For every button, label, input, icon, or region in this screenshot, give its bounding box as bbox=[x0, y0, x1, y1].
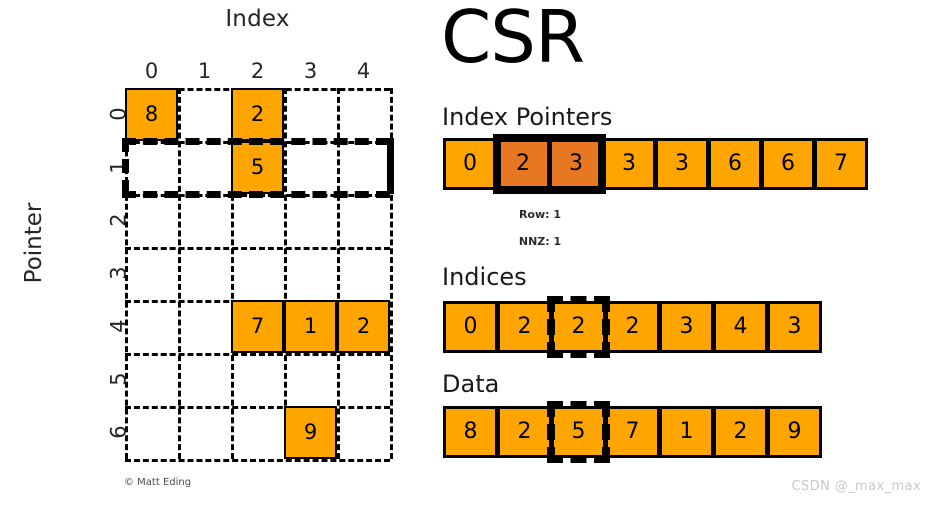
author-credit: © Matt Eding bbox=[124, 477, 192, 488]
data-highlight-box bbox=[547, 401, 610, 463]
grid-vline-1 bbox=[178, 88, 181, 459]
index-pointer-cell-0[interactable]: 0 bbox=[443, 138, 497, 190]
row-highlight-left bbox=[122, 138, 129, 194]
indices-label: Indices bbox=[442, 263, 527, 291]
indices-cell-1[interactable]: 2 bbox=[497, 301, 552, 353]
matrix-cell-r6c3: 9 bbox=[284, 406, 337, 459]
index-pointer-cell-5[interactable]: 6 bbox=[708, 138, 762, 190]
indices-cell-0[interactable]: 0 bbox=[443, 301, 498, 353]
indices-cell-4[interactable]: 3 bbox=[659, 301, 714, 353]
matrix-col-header-3: 3 bbox=[303, 59, 318, 83]
matrix-col-header-1: 1 bbox=[197, 59, 212, 83]
indices-cell-5[interactable]: 4 bbox=[713, 301, 768, 353]
matrix-cell-r0c2: 2 bbox=[231, 88, 284, 141]
csr-title: CSR bbox=[441, 0, 585, 79]
grid-hline-6 bbox=[125, 406, 390, 409]
matrix-cell-r0c0: 8 bbox=[125, 88, 178, 141]
data-cell-5[interactable]: 2 bbox=[713, 406, 768, 458]
matrix-cell-r4c3: 1 bbox=[284, 300, 337, 353]
row-highlight-right bbox=[387, 138, 394, 194]
grid-vline-5 bbox=[390, 88, 393, 459]
focus-nnz-label: NNZ: 1 bbox=[518, 235, 562, 248]
row-highlight-top bbox=[122, 138, 390, 145]
csr-panel: CSR Index Pointers 0 2 3 3 3 6 6 7 Row: … bbox=[430, 0, 933, 505]
grid-vline-4 bbox=[337, 88, 340, 459]
data-cell-3[interactable]: 7 bbox=[605, 406, 660, 458]
matrix-x-axis-label: Index bbox=[225, 6, 290, 32]
data-cell-6[interactable]: 9 bbox=[767, 406, 822, 458]
index-pointer-cell-6[interactable]: 6 bbox=[761, 138, 815, 190]
data-cell-4[interactable]: 1 bbox=[659, 406, 714, 458]
index-pointers-array: 0 2 3 3 3 6 6 7 bbox=[443, 134, 870, 194]
watermark: CSDN @_max_max bbox=[791, 479, 921, 494]
index-pointer-cell-4[interactable]: 3 bbox=[655, 138, 709, 190]
matrix-col-header-2: 2 bbox=[250, 59, 265, 83]
matrix-y-axis-label: Pointer bbox=[21, 202, 47, 284]
matrix-cell-r4c4: 2 bbox=[337, 300, 390, 353]
index-pointer-cell-3[interactable]: 3 bbox=[602, 138, 656, 190]
grid-hline-5 bbox=[125, 353, 390, 356]
index-pointer-cell-7[interactable]: 7 bbox=[814, 138, 868, 190]
grid-vline-2 bbox=[231, 88, 234, 459]
grid-vline-3 bbox=[284, 88, 287, 459]
data-array: 8 2 5 7 1 2 9 bbox=[443, 401, 822, 463]
dense-matrix-panel: Index Pointer 0 1 2 3 4 0 1 2 3 4 5 6 8 … bbox=[0, 0, 430, 505]
data-cell-1[interactable]: 2 bbox=[497, 406, 552, 458]
row-highlight-bottom bbox=[122, 191, 390, 198]
index-pointers-highlight-box bbox=[493, 134, 606, 194]
indices-cell-2[interactable]: 2 bbox=[551, 301, 606, 353]
indices-cell-3[interactable]: 2 bbox=[605, 301, 660, 353]
matrix-cell-r1c2: 5 bbox=[231, 141, 284, 194]
indices-highlight-box bbox=[547, 296, 610, 358]
matrix-grid: 8 2 5 7 1 2 9 bbox=[122, 88, 394, 462]
indices-array: 0 2 2 2 3 4 3 bbox=[443, 296, 822, 358]
data-label: Data bbox=[442, 370, 500, 398]
index-pointers-label: Index Pointers bbox=[442, 103, 613, 131]
grid-vline-0 bbox=[125, 88, 128, 459]
indices-cell-6[interactable]: 3 bbox=[767, 301, 822, 353]
matrix-col-header-0: 0 bbox=[144, 59, 159, 83]
data-cell-0[interactable]: 8 bbox=[443, 406, 498, 458]
grid-hline-3 bbox=[125, 247, 390, 250]
focus-row-label: Row: 1 bbox=[518, 208, 562, 221]
grid-hline-7 bbox=[125, 459, 390, 462]
matrix-cell-r4c2: 7 bbox=[231, 300, 284, 353]
matrix-col-header-4: 4 bbox=[356, 59, 371, 83]
